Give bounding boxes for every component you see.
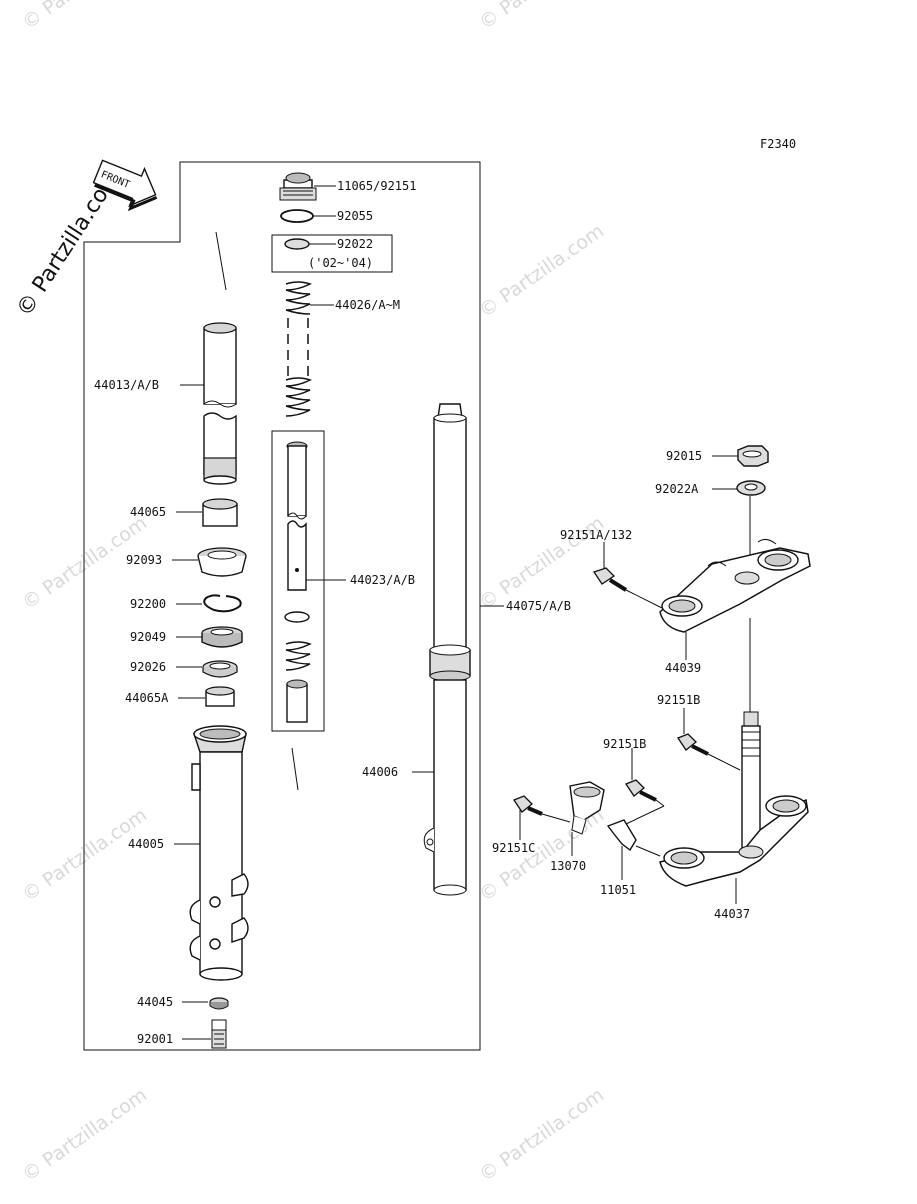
fork-spring-part [285, 281, 312, 417]
watermark: © Partzilla.com [475, 1084, 608, 1186]
part-label[interactable]: 44039 [665, 661, 701, 675]
part-label[interactable]: 13070 [550, 859, 586, 873]
small-washer-part [209, 997, 229, 1010]
part-label[interactable]: 92022 [337, 237, 373, 251]
bushing-part [202, 498, 238, 527]
part-label[interactable]: ('02~'04) [308, 256, 373, 270]
bolt-part [211, 1019, 227, 1049]
dust-seal-part [197, 547, 247, 577]
part-label[interactable]: 92151B [657, 693, 700, 707]
outer-tube-part [189, 725, 249, 981]
bracket-bolt-part [625, 779, 665, 807]
part-label[interactable]: 92151B [603, 737, 646, 751]
oil-seal-part [201, 626, 243, 648]
bracket-plate-part [606, 805, 665, 857]
fork-tube-part [203, 322, 237, 485]
fork-cap-part [279, 172, 317, 201]
ring-part [284, 238, 310, 250]
watermark: © Partzilla.com [18, 0, 151, 34]
part-label[interactable]: 92049 [130, 630, 166, 644]
part-label[interactable]: 44037 [714, 907, 750, 921]
holder-part [569, 781, 605, 835]
part-label[interactable]: 92151C [492, 841, 535, 855]
holder-bolt-part [513, 795, 571, 823]
part-label[interactable]: 92026 [130, 660, 166, 674]
washer-part [202, 660, 238, 678]
break-mark [291, 747, 299, 791]
part-label[interactable]: 92015 [666, 449, 702, 463]
watermark: © Partzilla.com [475, 0, 608, 34]
part-label[interactable]: 44013/A/B [94, 378, 159, 392]
watermark: © Partzilla.com [18, 804, 151, 906]
labels: 44013/A/B 44065 92093 92200 92049 92026 … [94, 179, 750, 1046]
snap-ring-part [203, 594, 242, 613]
part-label[interactable]: 92093 [126, 553, 162, 567]
lower-triple-clamp-part [659, 618, 809, 887]
assembly-boundary [83, 161, 481, 1051]
part-label[interactable]: 11065/92151 [337, 179, 416, 193]
part-label[interactable]: 44023/A/B [350, 573, 415, 587]
watermark: © Partzilla.com [475, 220, 608, 322]
part-label[interactable]: 92022A [655, 482, 699, 496]
part-label[interactable]: 44026/A~M [335, 298, 400, 312]
part-label[interactable]: 44006 [362, 765, 398, 779]
part-label[interactable]: 92200 [130, 597, 166, 611]
part-label[interactable]: 92055 [337, 209, 373, 223]
part-label[interactable]: 92151A/132 [560, 528, 632, 542]
front-arrow-icon: FRONT [92, 159, 158, 212]
watermark: © Partzilla.com [475, 804, 608, 906]
inner-tube-part [423, 403, 471, 896]
part-label[interactable]: 11051 [600, 883, 636, 897]
ring-part [284, 611, 310, 623]
part-label[interactable]: 44045 [137, 995, 173, 1009]
lower-clamp-bolt-part [677, 733, 741, 771]
damper-box [271, 430, 325, 732]
bushing-a-part [205, 686, 235, 707]
steering-washer-part [736, 480, 766, 496]
o-ring-part [280, 209, 314, 223]
part-label[interactable]: 44075/A/B [506, 599, 571, 613]
upper-triple-clamp-part [659, 538, 811, 633]
part-label[interactable]: 44065 [130, 505, 166, 519]
upper-clamp-bolt-part [592, 567, 663, 609]
part-label[interactable]: 44065A [125, 691, 169, 705]
part-label[interactable]: 44005 [128, 837, 164, 851]
damper-rod-part [284, 441, 312, 723]
option-box [271, 234, 393, 273]
figure-code: F2340 [760, 137, 796, 151]
break-mark [215, 231, 227, 291]
steering-nut-part [737, 445, 769, 467]
part-label[interactable]: 92001 [137, 1032, 173, 1046]
watermark: © Partzilla.com [18, 1084, 151, 1186]
